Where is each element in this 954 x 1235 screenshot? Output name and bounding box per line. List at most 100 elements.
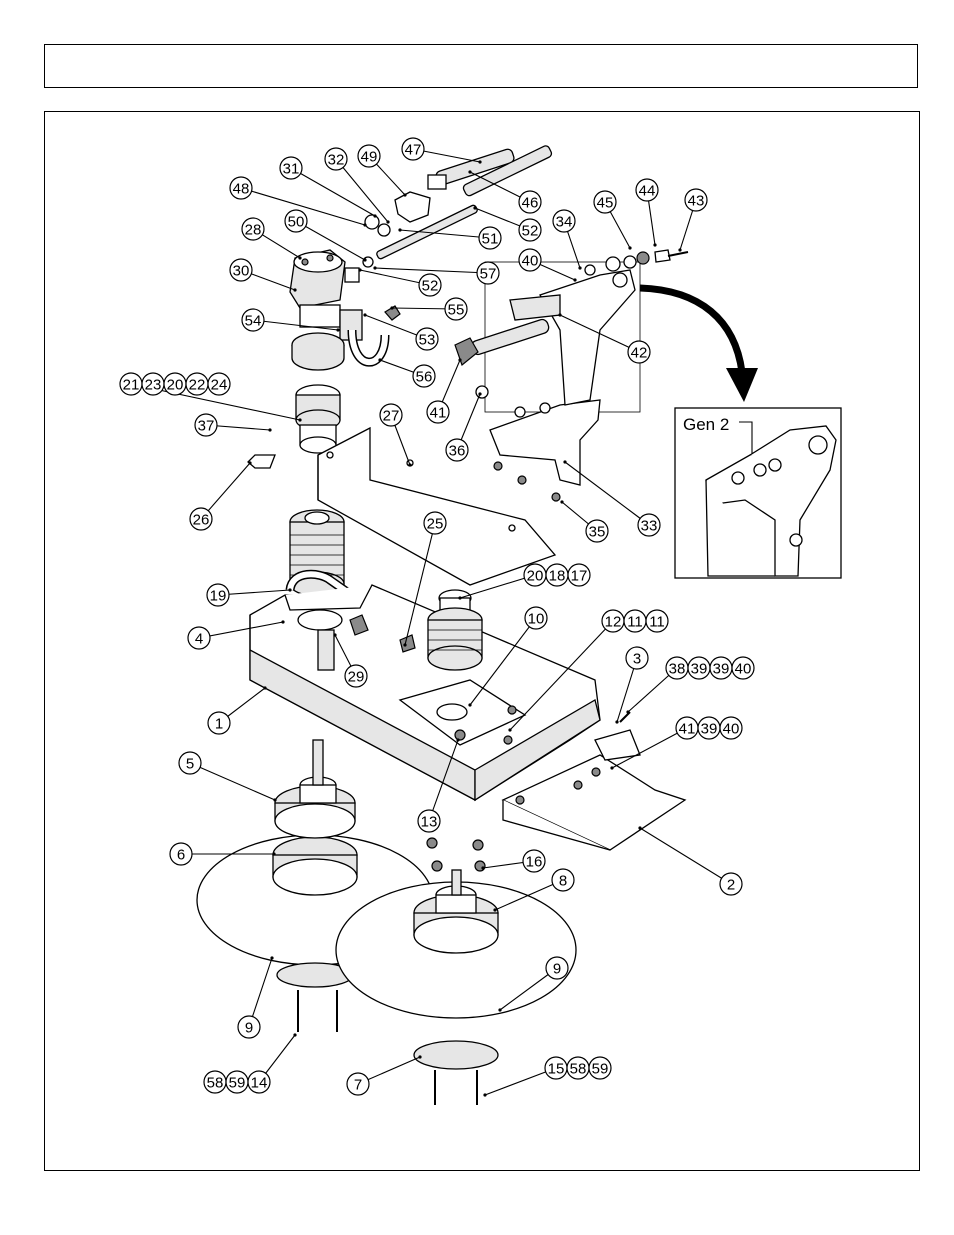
callout-c1: 1 — [207, 711, 231, 735]
callout-c13: 13 — [417, 809, 441, 833]
callout-c16: 16 — [522, 849, 546, 873]
callout-c36: 36 — [445, 438, 469, 462]
callout-group-g3-2-text: 11 — [649, 614, 665, 631]
callout-c52b-circle — [418, 273, 442, 297]
callout-group-g2-2-circle — [567, 563, 591, 587]
callout-c2-leader-tip — [638, 826, 642, 830]
drive-pulley — [289, 509, 345, 597]
callout-c47-leader-tip — [478, 160, 482, 164]
callout-c43-circle — [684, 188, 708, 212]
idler-pulley — [427, 589, 483, 671]
callout-group-g5-0: 41 — [675, 716, 699, 740]
callout-c53-circle — [415, 327, 439, 351]
callout-c56-leader-tip — [378, 358, 382, 362]
callout-c57-text: 57 — [480, 266, 497, 283]
callout-c3-circle — [625, 646, 649, 670]
callout-c41a-circle — [426, 400, 450, 424]
callout-c31-leader-tip — [373, 214, 377, 218]
callout-group-g2-0-text: 20 — [527, 568, 544, 585]
callout-c40a: 40 — [518, 248, 542, 272]
callout-c33-text: 33 — [641, 518, 658, 535]
callout-c8: 8 — [551, 868, 575, 892]
callout-group-g2-2: 17 — [567, 563, 591, 587]
callout-c51-text: 51 — [482, 231, 499, 248]
callout-c35-text: 35 — [589, 524, 606, 541]
callout-group-g1-2: 20 — [163, 372, 187, 396]
callout-c54-leader — [252, 319, 339, 331]
callout-c49: 49 — [357, 144, 381, 168]
callout-c2: 2 — [719, 872, 743, 896]
callout-c31: 31 — [279, 156, 303, 180]
callout-group-g4-2-text: 39 — [713, 661, 730, 678]
callout-c27: 27 — [379, 403, 403, 427]
callout-c50: 50 — [284, 209, 308, 233]
callout-c28-text: 28 — [245, 222, 262, 239]
callout-c10-circle — [524, 606, 548, 630]
callout-group-g6-2: 14 — [247, 1070, 271, 1094]
callout-c54: 54 — [241, 308, 265, 332]
callout-c26: 26 — [189, 507, 213, 531]
callout-c27-text: 27 — [383, 408, 400, 425]
callout-group-g3-0-text: 12 — [605, 614, 622, 631]
callout-c7-leader-tip — [418, 1055, 422, 1059]
callout-c45-leader-tip — [628, 246, 632, 250]
callout-group-g4-2: 39 — [709, 656, 733, 680]
callout-c10-leader-tip — [468, 703, 472, 707]
callout-group-g7-1-text: 58 — [570, 1061, 587, 1078]
callout-c31-circle — [279, 156, 303, 180]
callout-c49-text: 49 — [361, 149, 378, 166]
callout-c8-text: 8 — [559, 873, 567, 890]
callout-group-g4-3-circle — [731, 656, 755, 680]
callout-c57-circle — [476, 261, 500, 285]
callout-c42: 42 — [627, 340, 651, 364]
callout-c13-leader — [428, 739, 459, 822]
callout-group-g1-1-text: 23 — [145, 377, 162, 394]
callout-c7: 7 — [346, 1072, 370, 1096]
callout-c44-leader-tip — [653, 243, 657, 247]
callout-group-g4-1-text: 39 — [691, 661, 708, 678]
callout-group-g5-1-text: 39 — [701, 721, 718, 738]
callout-c48-text: 48 — [233, 181, 250, 198]
callout-c9a-circle — [237, 1015, 261, 1039]
callout-c51: 51 — [478, 226, 502, 250]
callout-c44: 44 — [635, 178, 659, 202]
callout-group-g5-leader-tip — [610, 766, 614, 770]
callout-c36-circle — [445, 438, 469, 462]
callout-group-g1-3: 22 — [185, 372, 209, 396]
callout-group-g7-leader-tip — [483, 1093, 487, 1097]
right-disc-assembly — [335, 869, 577, 1105]
callout-c44-text: 44 — [639, 183, 656, 200]
callout-c32: 32 — [324, 147, 348, 171]
callout-c13-circle — [417, 809, 441, 833]
callout-c27-circle — [379, 403, 403, 427]
callout-group-g4-1: 39 — [687, 656, 711, 680]
callout-c48-leader — [240, 187, 366, 226]
callout-c51-circle — [478, 226, 502, 250]
callout-c9b: 9 — [545, 956, 569, 980]
callout-c47-circle — [401, 137, 425, 161]
callout-c53: 53 — [415, 327, 439, 351]
callout-c10: 10 — [524, 606, 548, 630]
callout-c16-text: 16 — [526, 854, 543, 871]
callout-c41a-leader-tip — [458, 358, 462, 362]
callout-c29: 29 — [344, 664, 368, 688]
callout-c46-leader-tip — [468, 170, 472, 174]
callout-c26-text: 26 — [193, 512, 210, 529]
callout-group-g3-0: 12 — [601, 609, 625, 633]
callout-group-g1-2-text: 20 — [167, 377, 184, 394]
inset-mount-bracket — [705, 425, 837, 577]
callout-c3-leader-tip — [615, 720, 619, 724]
callout-c19-text: 19 — [210, 588, 227, 605]
callout-c5-leader-tip — [273, 798, 277, 802]
callout-c3: 3 — [625, 646, 649, 670]
callout-c28: 28 — [241, 217, 265, 241]
callout-c34-circle — [552, 209, 576, 233]
callout-c37: 37 — [194, 413, 218, 437]
callout-c9a: 9 — [237, 1015, 261, 1039]
callout-c5-text: 5 — [186, 756, 194, 773]
callout-group-g1-leader-tip — [298, 418, 302, 422]
nuts-16 — [426, 837, 486, 872]
callout-c42-leader — [559, 314, 640, 353]
callout-c55: 55 — [444, 297, 468, 321]
callout-c4-circle — [187, 626, 211, 650]
